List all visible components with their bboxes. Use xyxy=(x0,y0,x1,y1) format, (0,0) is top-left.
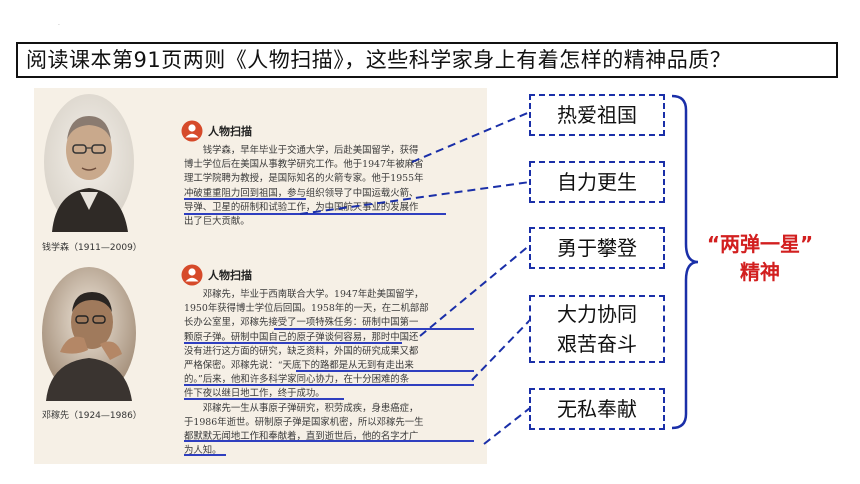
section2-title: 人物扫描 xyxy=(208,269,252,282)
underline xyxy=(274,328,474,330)
person-icon xyxy=(181,264,203,286)
underline xyxy=(184,454,226,456)
quality-tag-selfless: 无私奉献 xyxy=(529,388,665,430)
connector xyxy=(483,407,531,445)
section1-title: 人物扫描 xyxy=(208,125,252,138)
section1-text: 钱学森，早年毕业于交通大学，后赴美国留学，获得 博士学位后在美国从事教学研究工作… xyxy=(184,145,424,228)
portrait-qian-xuesen xyxy=(44,94,134,232)
underline xyxy=(184,213,446,215)
caption-qian-xuesen: 钱学森（1911—2009） xyxy=(42,243,142,253)
connector xyxy=(411,111,531,163)
quality-tag-self-reliance: 自力更生 xyxy=(529,161,665,203)
underline xyxy=(184,384,474,386)
connector xyxy=(299,181,531,215)
connector xyxy=(471,319,531,381)
section2-header: 人物扫描 xyxy=(181,264,252,286)
section1-header: 人物扫描 xyxy=(181,120,252,142)
connector xyxy=(419,244,531,337)
curly-bracket xyxy=(671,94,699,430)
caption-deng-jiaxian: 邓稼先（1924—1986） xyxy=(42,411,142,421)
quality-tag-climb-peaks: 勇于攀登 xyxy=(529,227,665,269)
underline xyxy=(296,370,474,372)
underline xyxy=(184,198,306,200)
section2-text: 邓稼先，毕业于西南联合大学。1947年赴美国留学， 1950年获得博士学位后回国… xyxy=(184,289,429,457)
quality-tag-love-country: 热爱祖国 xyxy=(529,94,665,136)
underline xyxy=(184,342,402,344)
decor-dot: . xyxy=(58,20,60,27)
portrait-deng-jiaxian xyxy=(42,267,136,401)
person-icon xyxy=(181,120,203,142)
summary-label: “两弹一星” 精神 xyxy=(706,232,814,284)
underline xyxy=(184,398,344,400)
quality-tag-cooperation: 大力协同 艰苦奋斗 xyxy=(529,295,665,363)
underline xyxy=(184,440,474,442)
textbook-excerpt: 钱学森（1911—2009） 人物扫描 钱学森，早年毕业于交通大学，后赴美国留学… xyxy=(34,88,487,464)
question-banner: 阅读课本第91页两则《人物扫描》，这些科学家身上有着怎样的精神品质？ xyxy=(16,42,838,78)
